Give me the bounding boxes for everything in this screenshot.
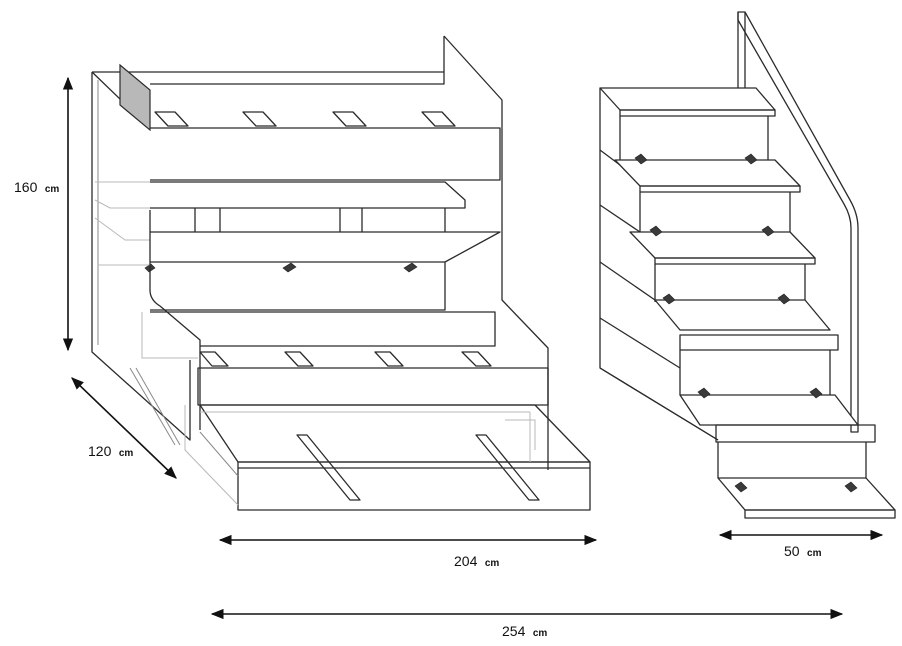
svg-text:120 cm: 120 cm bbox=[88, 443, 133, 460]
svg-text:50 cm: 50 cm bbox=[784, 543, 822, 560]
dimension-bed-width: 204 cm bbox=[218, 534, 598, 570]
total-width-value: 254 bbox=[502, 623, 526, 639]
height-value: 160 bbox=[14, 179, 38, 195]
svg-text:204 cm: 204 cm bbox=[454, 553, 499, 570]
upper-slats bbox=[154, 111, 456, 127]
stair-width-unit: cm bbox=[807, 548, 822, 559]
svg-text:254 cm: 254 cm bbox=[502, 623, 547, 640]
bed-width-unit: cm bbox=[485, 558, 500, 569]
loft-bed-unit bbox=[91, 35, 591, 511]
dimension-height: 160 cm bbox=[14, 76, 74, 352]
depth-value: 120 bbox=[88, 443, 112, 459]
flap-hinges bbox=[144, 262, 418, 273]
height-unit: cm bbox=[45, 184, 60, 195]
svg-text:160 cm: 160 cm bbox=[14, 179, 59, 196]
dimension-total-width: 254 cm bbox=[210, 608, 844, 640]
total-width-unit: cm bbox=[533, 628, 548, 639]
bed-width-value: 204 bbox=[454, 553, 478, 569]
depth-unit: cm bbox=[119, 448, 134, 459]
accent-panel bbox=[119, 63, 151, 132]
dimension-stair-width: 50 cm bbox=[718, 529, 884, 560]
dimension-depth: 120 cm bbox=[71, 377, 177, 479]
stair-width-value: 50 bbox=[784, 543, 800, 559]
staircase-unit bbox=[599, 11, 896, 519]
lower-slats bbox=[199, 351, 492, 367]
stair-handles bbox=[634, 153, 858, 493]
